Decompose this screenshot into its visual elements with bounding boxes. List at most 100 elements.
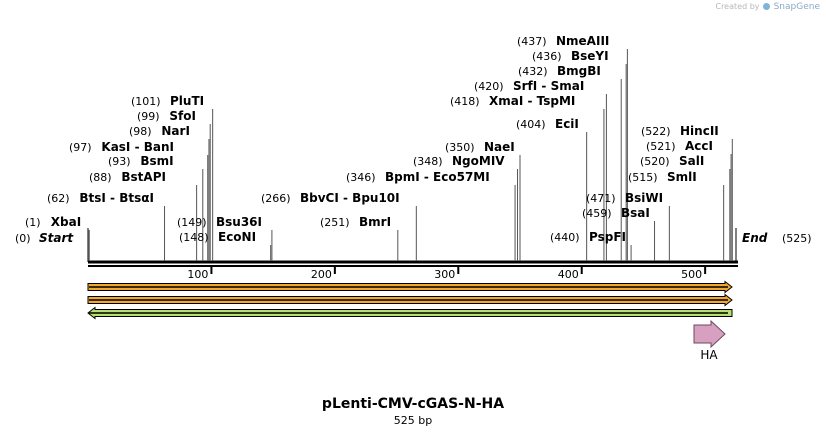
site-position: (348) [413, 155, 443, 168]
site-position: (418) [450, 95, 480, 108]
start-label: Start [39, 231, 74, 245]
site-name: EciI [555, 117, 579, 131]
site-position: (149) [177, 216, 207, 229]
restriction-site[interactable]: (88)BstAPI [89, 170, 198, 261]
site-position: (251) [320, 216, 350, 229]
restriction-site[interactable]: (522) HincII [641, 124, 733, 261]
site-position: (1) [25, 216, 41, 229]
site-name: Bsu36I [216, 215, 262, 229]
site-name: BbvCI - Bpu10I [300, 191, 400, 205]
snapgene-watermark: Created by SnapGene [715, 2, 820, 12]
site-position: (98) [129, 125, 152, 138]
restriction-site[interactable]: (515) SmlI [628, 170, 725, 261]
site-position: (520) [640, 155, 670, 168]
restriction-site[interactable]: (251)BmrI [320, 215, 399, 261]
site-position: (148) [179, 231, 209, 244]
site-name: HincII [680, 124, 719, 138]
site-position: (101) [131, 95, 161, 108]
ha-tag-arrow[interactable] [693, 319, 726, 349]
restriction-site[interactable]: (521) AccI [646, 139, 732, 261]
scale-tick-label: 100 [187, 268, 208, 281]
restriction-site[interactable]: (350) NaeI [445, 140, 521, 261]
scale-tick-label: 400 [558, 268, 579, 281]
restriction-site[interactable]: (149) Bsu36I [177, 215, 273, 261]
end-position: (525) [782, 232, 812, 245]
site-name: NaeI [484, 140, 515, 154]
restriction-site[interactable]: (459) BsaI [582, 206, 656, 261]
scale-ticks: 100 200 300 400 500 [87, 228, 737, 281]
restriction-site[interactable]: (520) SalI [640, 154, 731, 261]
restriction-site[interactable]: (99) SfoI [137, 109, 211, 261]
site-name: BseYI [571, 49, 609, 63]
ha-tag-label: HA [700, 348, 718, 362]
site-position: (471) [586, 192, 616, 205]
restriction-site[interactable]: (93) BsmI [108, 154, 204, 261]
restriction-site[interactable]: (97) KasI - BanI [69, 140, 209, 261]
site-name: XbaI [51, 215, 81, 229]
site-name: SalI [679, 154, 704, 168]
scale-tick-label: 500 [681, 268, 702, 281]
site-name: KasI - BanI [101, 140, 174, 154]
site-position: (97) [69, 141, 92, 154]
site-position: (350) [445, 141, 475, 154]
site-name: BpmI - Eco57MI [385, 170, 490, 184]
site-name: SrfI - SmaI [513, 79, 584, 93]
features: HA [87, 280, 733, 362]
restriction-site[interactable]: (98) NarI [129, 124, 210, 261]
site-name: NmeAIII [556, 34, 609, 48]
site-name: BmgBI [557, 64, 601, 78]
site-position: (522) [641, 125, 671, 138]
restriction-site[interactable]: (436) BseYI [532, 49, 627, 261]
site-name: SmlI [667, 170, 697, 184]
site-name: BsaI [621, 206, 650, 220]
restriction-sites: (1) XbaI(62)BtsI - BtsαI(88)BstAPI (93) Bsm… [25, 34, 733, 261]
scale-tick-label: 200 [311, 268, 332, 281]
site-position: (93) [108, 155, 131, 168]
end-label: End [742, 231, 768, 245]
watermark-text: Created by [715, 2, 760, 11]
watermark-brand: SnapGene [773, 2, 820, 12]
site-name: EcoNI [218, 230, 256, 244]
start-position: (0) [15, 232, 31, 245]
restriction-site[interactable]: (148) EcoNI [179, 230, 272, 261]
site-name: NgoMIV [452, 154, 505, 168]
restriction-site[interactable]: (440) PspFI [550, 230, 632, 261]
restriction-site[interactable]: (62)BtsI - BtsαI [47, 191, 166, 261]
site-position: (437) [517, 35, 547, 48]
restriction-site[interactable]: (471) BsiWI [586, 191, 670, 261]
site-name: SfoI [169, 109, 196, 123]
snapgene-logo-icon [763, 3, 771, 10]
restriction-site[interactable]: (1) XbaI [25, 215, 90, 261]
site-position: (521) [646, 140, 676, 153]
endpoints: (0) Start End (525) [15, 231, 812, 245]
site-position: (459) [582, 207, 612, 220]
site-name: NarI [161, 124, 190, 138]
site-position: (420) [474, 80, 504, 93]
site-position: (440) [550, 231, 580, 244]
site-name: AccI [685, 139, 713, 153]
restriction-site[interactable]: (348) NgoMIV [413, 154, 519, 261]
restriction-site[interactable]: (266) BbvCI - Bpu10I [261, 191, 417, 261]
scale-tick-label: 300 [434, 268, 455, 281]
restriction-site[interactable]: (420) SrfI - SmaI [474, 79, 607, 261]
site-name: XmaI - TspMI [489, 94, 575, 108]
site-position: (266) [261, 192, 291, 205]
restriction-site[interactable]: (346)BpmI - Eco57MI [346, 170, 516, 261]
map-length: 525 bp [393, 414, 433, 427]
site-position: (515) [628, 171, 658, 184]
restriction-site[interactable]: (432) BmgBI [518, 64, 622, 261]
site-position: (436) [532, 50, 562, 63]
restriction-site[interactable]: (404) EciI [516, 117, 588, 261]
restriction-site[interactable]: (418) XmaI - TspMI [450, 94, 605, 261]
site-position: (62) [47, 192, 70, 205]
site-name: BsiWI [625, 191, 663, 205]
restriction-site[interactable]: (437) NmeAIII [517, 34, 628, 261]
site-position: (404) [516, 118, 546, 131]
site-name: BstAPI [121, 170, 166, 184]
restriction-site[interactable]: (101)PluTI [131, 94, 214, 261]
site-name: BsmI [140, 154, 173, 168]
site-position: (432) [518, 65, 548, 78]
site-name: PspFI [589, 230, 626, 244]
site-position: (99) [137, 110, 160, 123]
